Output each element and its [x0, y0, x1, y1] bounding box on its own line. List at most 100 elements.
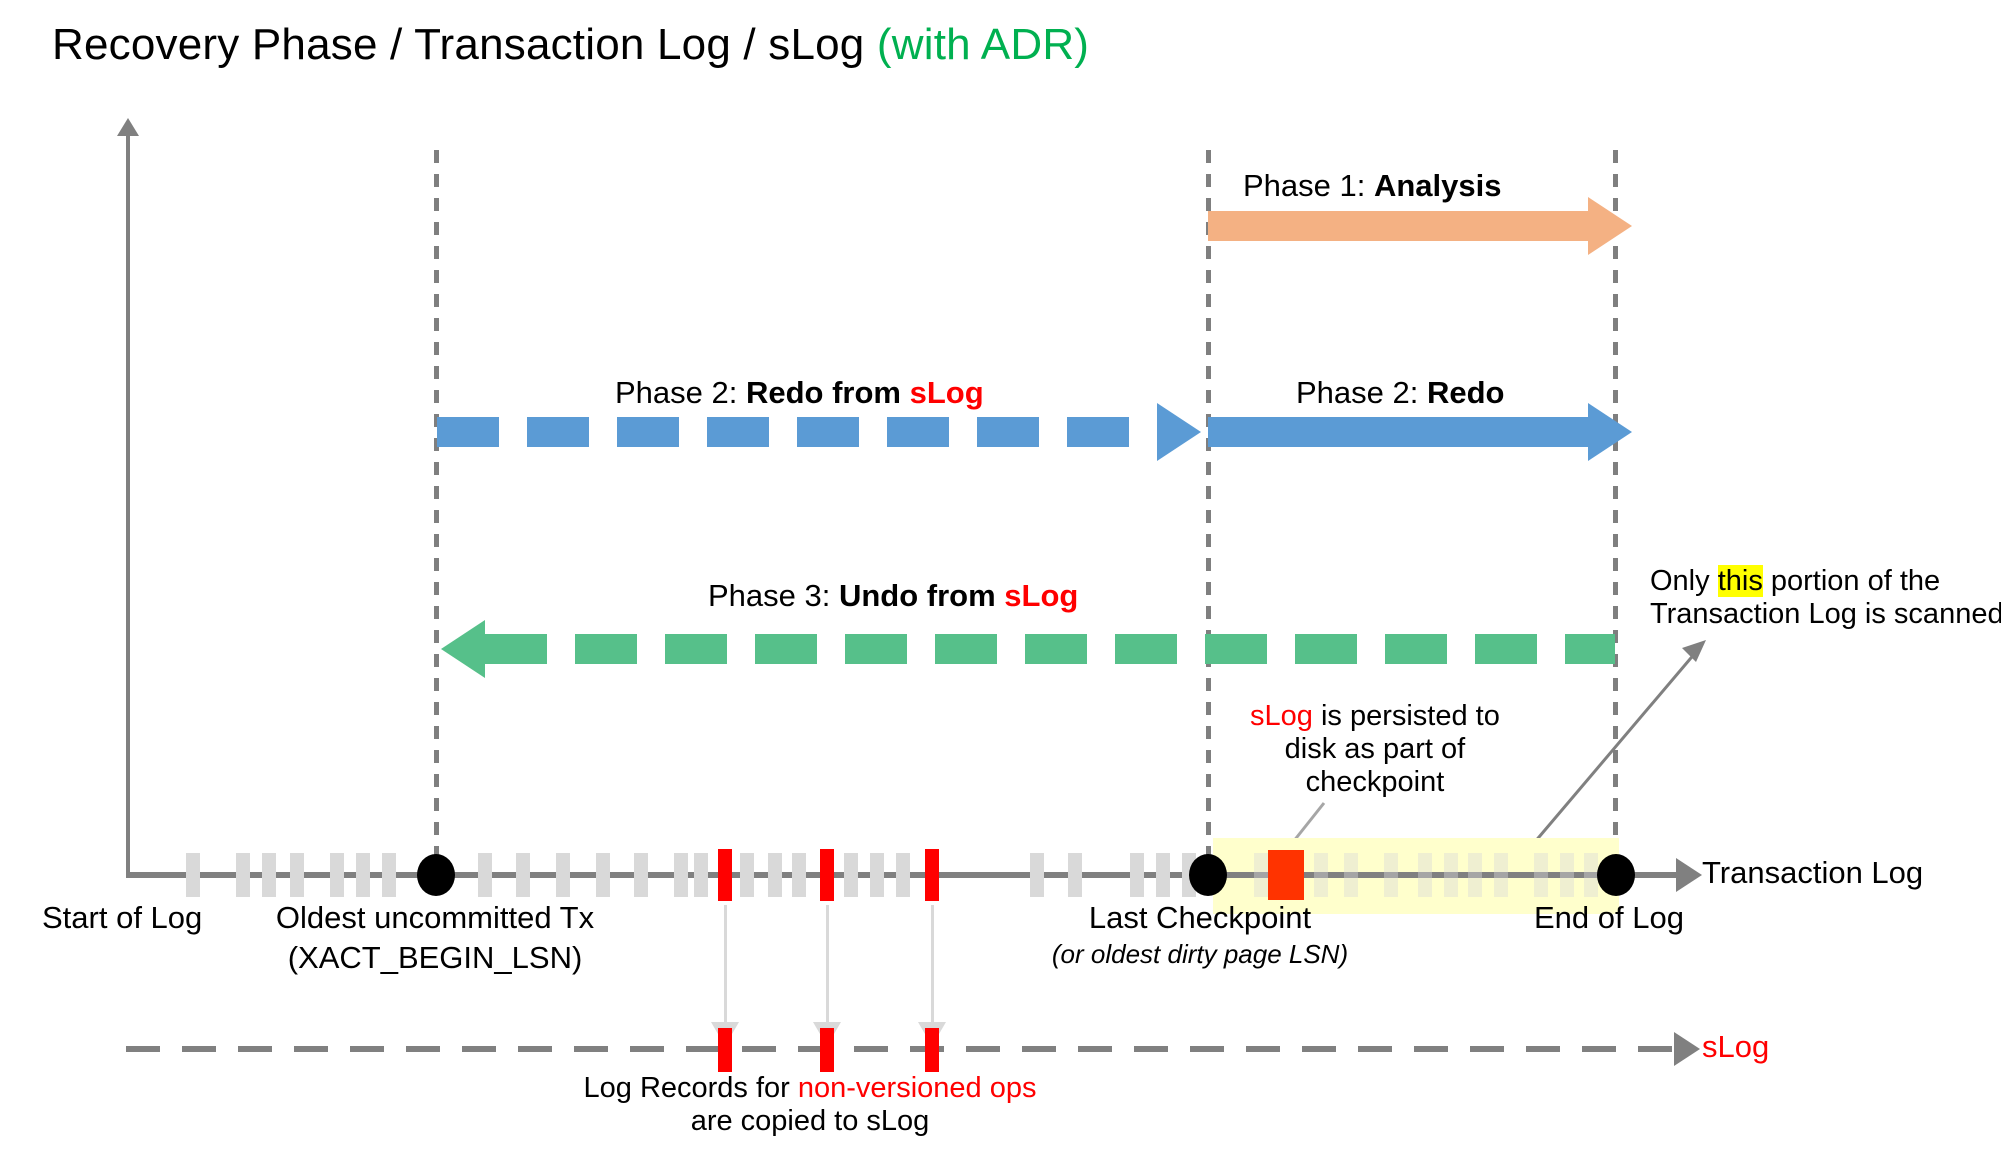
page-title-main: Recovery Phase / Transaction Log / sLog — [52, 20, 877, 69]
log-record-tick — [330, 853, 344, 897]
log-record-tick — [1534, 853, 1548, 897]
slog-axis-label: sLog — [1702, 1029, 1770, 1064]
log-record-tick — [1254, 853, 1268, 897]
slog-record — [718, 1028, 732, 1072]
copy-to-slog-arrow-shaft — [724, 905, 727, 1030]
phase-1-arrow-head — [1588, 197, 1632, 255]
phase-1-prefix: Phase 1: — [1243, 168, 1374, 203]
log-record-tick — [236, 853, 250, 897]
slog-caption-line1-a: Log Records for — [583, 1072, 798, 1104]
note-scanned: Only this portion of the Transaction Log… — [1650, 565, 2001, 631]
slog-caption-line1-b: non-versioned ops — [797, 1072, 1037, 1104]
phase-2-redo-label: Phase 2: Redo — [1296, 375, 1504, 411]
log-record-tick — [186, 853, 200, 897]
marker-dot-end-of-log — [1597, 854, 1635, 896]
phase-3-undo-name-accent: sLog — [1004, 578, 1079, 613]
note-scanned-leader-arrow — [1526, 640, 1706, 851]
note-scanned-highlight: this — [1717, 565, 1763, 597]
page-title: Recovery Phase / Transaction Log / sLog … — [52, 20, 1089, 70]
log-record-tick — [1494, 853, 1508, 897]
slog-caption-line2: are copied to sLog — [690, 1105, 930, 1138]
phase-2-redo-arrow-head — [1588, 403, 1632, 461]
slog-axis — [126, 1046, 1674, 1052]
transaction-log-axis-label: Transaction Log — [1702, 855, 1924, 890]
phase-2-slog-label: Phase 2: Redo from sLog — [615, 375, 984, 411]
log-record-tick — [896, 853, 910, 897]
log-record-tick — [1314, 853, 1328, 897]
phase-2-redo-name: Redo — [1426, 375, 1505, 410]
log-record-tick — [674, 853, 688, 897]
marker-dot-oldest-uncommitted-tx — [417, 854, 455, 896]
checkpoint-slog-record — [1268, 850, 1304, 900]
marker-label-last-checkpoint-sub: (or oldest dirty page LSN) — [1051, 939, 1349, 969]
note-checkpoint-line1: is persisted to — [1312, 700, 1500, 732]
log-record-tick — [694, 853, 708, 897]
phase-3-undo-label: Phase 3: Undo from sLog — [708, 578, 1078, 614]
log-record-tick — [844, 853, 858, 897]
log-record-tick — [634, 853, 648, 897]
log-record-tick — [262, 853, 276, 897]
phase-2-slog-arrow-head — [1157, 403, 1201, 461]
log-record-tick — [556, 853, 570, 897]
phase-3-undo-name: Undo from — [838, 578, 1005, 613]
phase-2-slog-name-accent: sLog — [909, 375, 984, 410]
note-scanned-line2: Transaction Log is scanned. — [1650, 598, 2001, 631]
phase-2-slog-prefix: Phase 2: — [615, 375, 746, 410]
note-scanned-line1-b: portion of the — [1762, 565, 1941, 597]
marker-dot-last-checkpoint — [1189, 854, 1227, 896]
marker-label-start-of-log: Start of Log — [42, 900, 203, 935]
log-record-tick — [478, 853, 492, 897]
note-checkpoint-line3: checkpoint — [1305, 766, 1445, 799]
log-record-tick — [1030, 853, 1044, 897]
log-record-tick — [290, 853, 304, 897]
copy-to-slog-arrow-shaft — [826, 905, 829, 1030]
phase-3-undo-arrow-head — [441, 620, 485, 678]
note-checkpoint-accent: sLog — [1250, 700, 1313, 732]
log-record-tick — [516, 853, 530, 897]
log-record-tick — [382, 853, 396, 897]
log-record-tick — [768, 853, 782, 897]
log-record-tick — [1156, 853, 1170, 897]
note-checkpoint: sLog is persisted to disk as part of che… — [1250, 700, 1500, 799]
page-title-accent: (with ADR) — [876, 20, 1090, 69]
log-record-tick — [1344, 853, 1358, 897]
phase-3-undo-arrow-body — [485, 634, 1615, 664]
log-record-tick — [1068, 853, 1082, 897]
vertical-axis-arrowhead — [117, 118, 139, 136]
log-record-tick — [792, 853, 806, 897]
phase-1-label: Phase 1: Analysis — [1243, 168, 1502, 204]
marker-label-oldest-uncommitted-tx-sub: (XACT_BEGIN_LSN) — [287, 940, 583, 975]
phase-2-slog-name: Redo from — [745, 375, 910, 410]
non-versioned-log-record — [718, 849, 732, 901]
marker-label-end-of-log: End of Log — [1534, 900, 1684, 935]
marker-label-last-checkpoint-main: Last Checkpoint — [1088, 900, 1312, 935]
log-record-tick — [870, 853, 884, 897]
slog-axis-arrowhead — [1674, 1032, 1700, 1066]
marker-label-oldest-uncommitted-tx-main: Oldest uncommitted Tx — [275, 900, 595, 935]
log-record-tick — [1584, 853, 1598, 897]
copy-to-slog-arrow-shaft — [931, 905, 934, 1030]
non-versioned-log-record — [820, 849, 834, 901]
log-record-tick — [356, 853, 370, 897]
log-record-tick — [1384, 853, 1398, 897]
phase-1-arrow-body — [1208, 211, 1588, 241]
slog-caption: Log Records for non-versioned ops are co… — [580, 1072, 1040, 1138]
log-record-tick — [1468, 853, 1482, 897]
phase-3-undo-prefix: Phase 3: — [708, 578, 839, 613]
slog-record — [820, 1028, 834, 1072]
transaction-log-axis-arrowhead — [1676, 858, 1702, 892]
note-checkpoint-line2: disk as part of — [1284, 733, 1466, 766]
non-versioned-log-record — [925, 849, 939, 901]
log-record-tick — [1444, 853, 1458, 897]
phase-2-slog-arrow-body — [437, 417, 1157, 447]
guide-line-last-checkpoint — [1206, 150, 1211, 890]
phase-1-name: Analysis — [1373, 168, 1502, 203]
log-record-tick — [1560, 853, 1574, 897]
slog-record — [925, 1028, 939, 1072]
marker-label-last-checkpoint: Last Checkpoint (or oldest dirty page LS… — [1040, 900, 1360, 970]
log-record-tick — [1130, 853, 1144, 897]
log-record-tick — [596, 853, 610, 897]
phase-2-redo-arrow-body — [1208, 417, 1588, 447]
phase-2-redo-prefix: Phase 2: — [1296, 375, 1427, 410]
guide-line-end-of-log — [1613, 150, 1618, 890]
